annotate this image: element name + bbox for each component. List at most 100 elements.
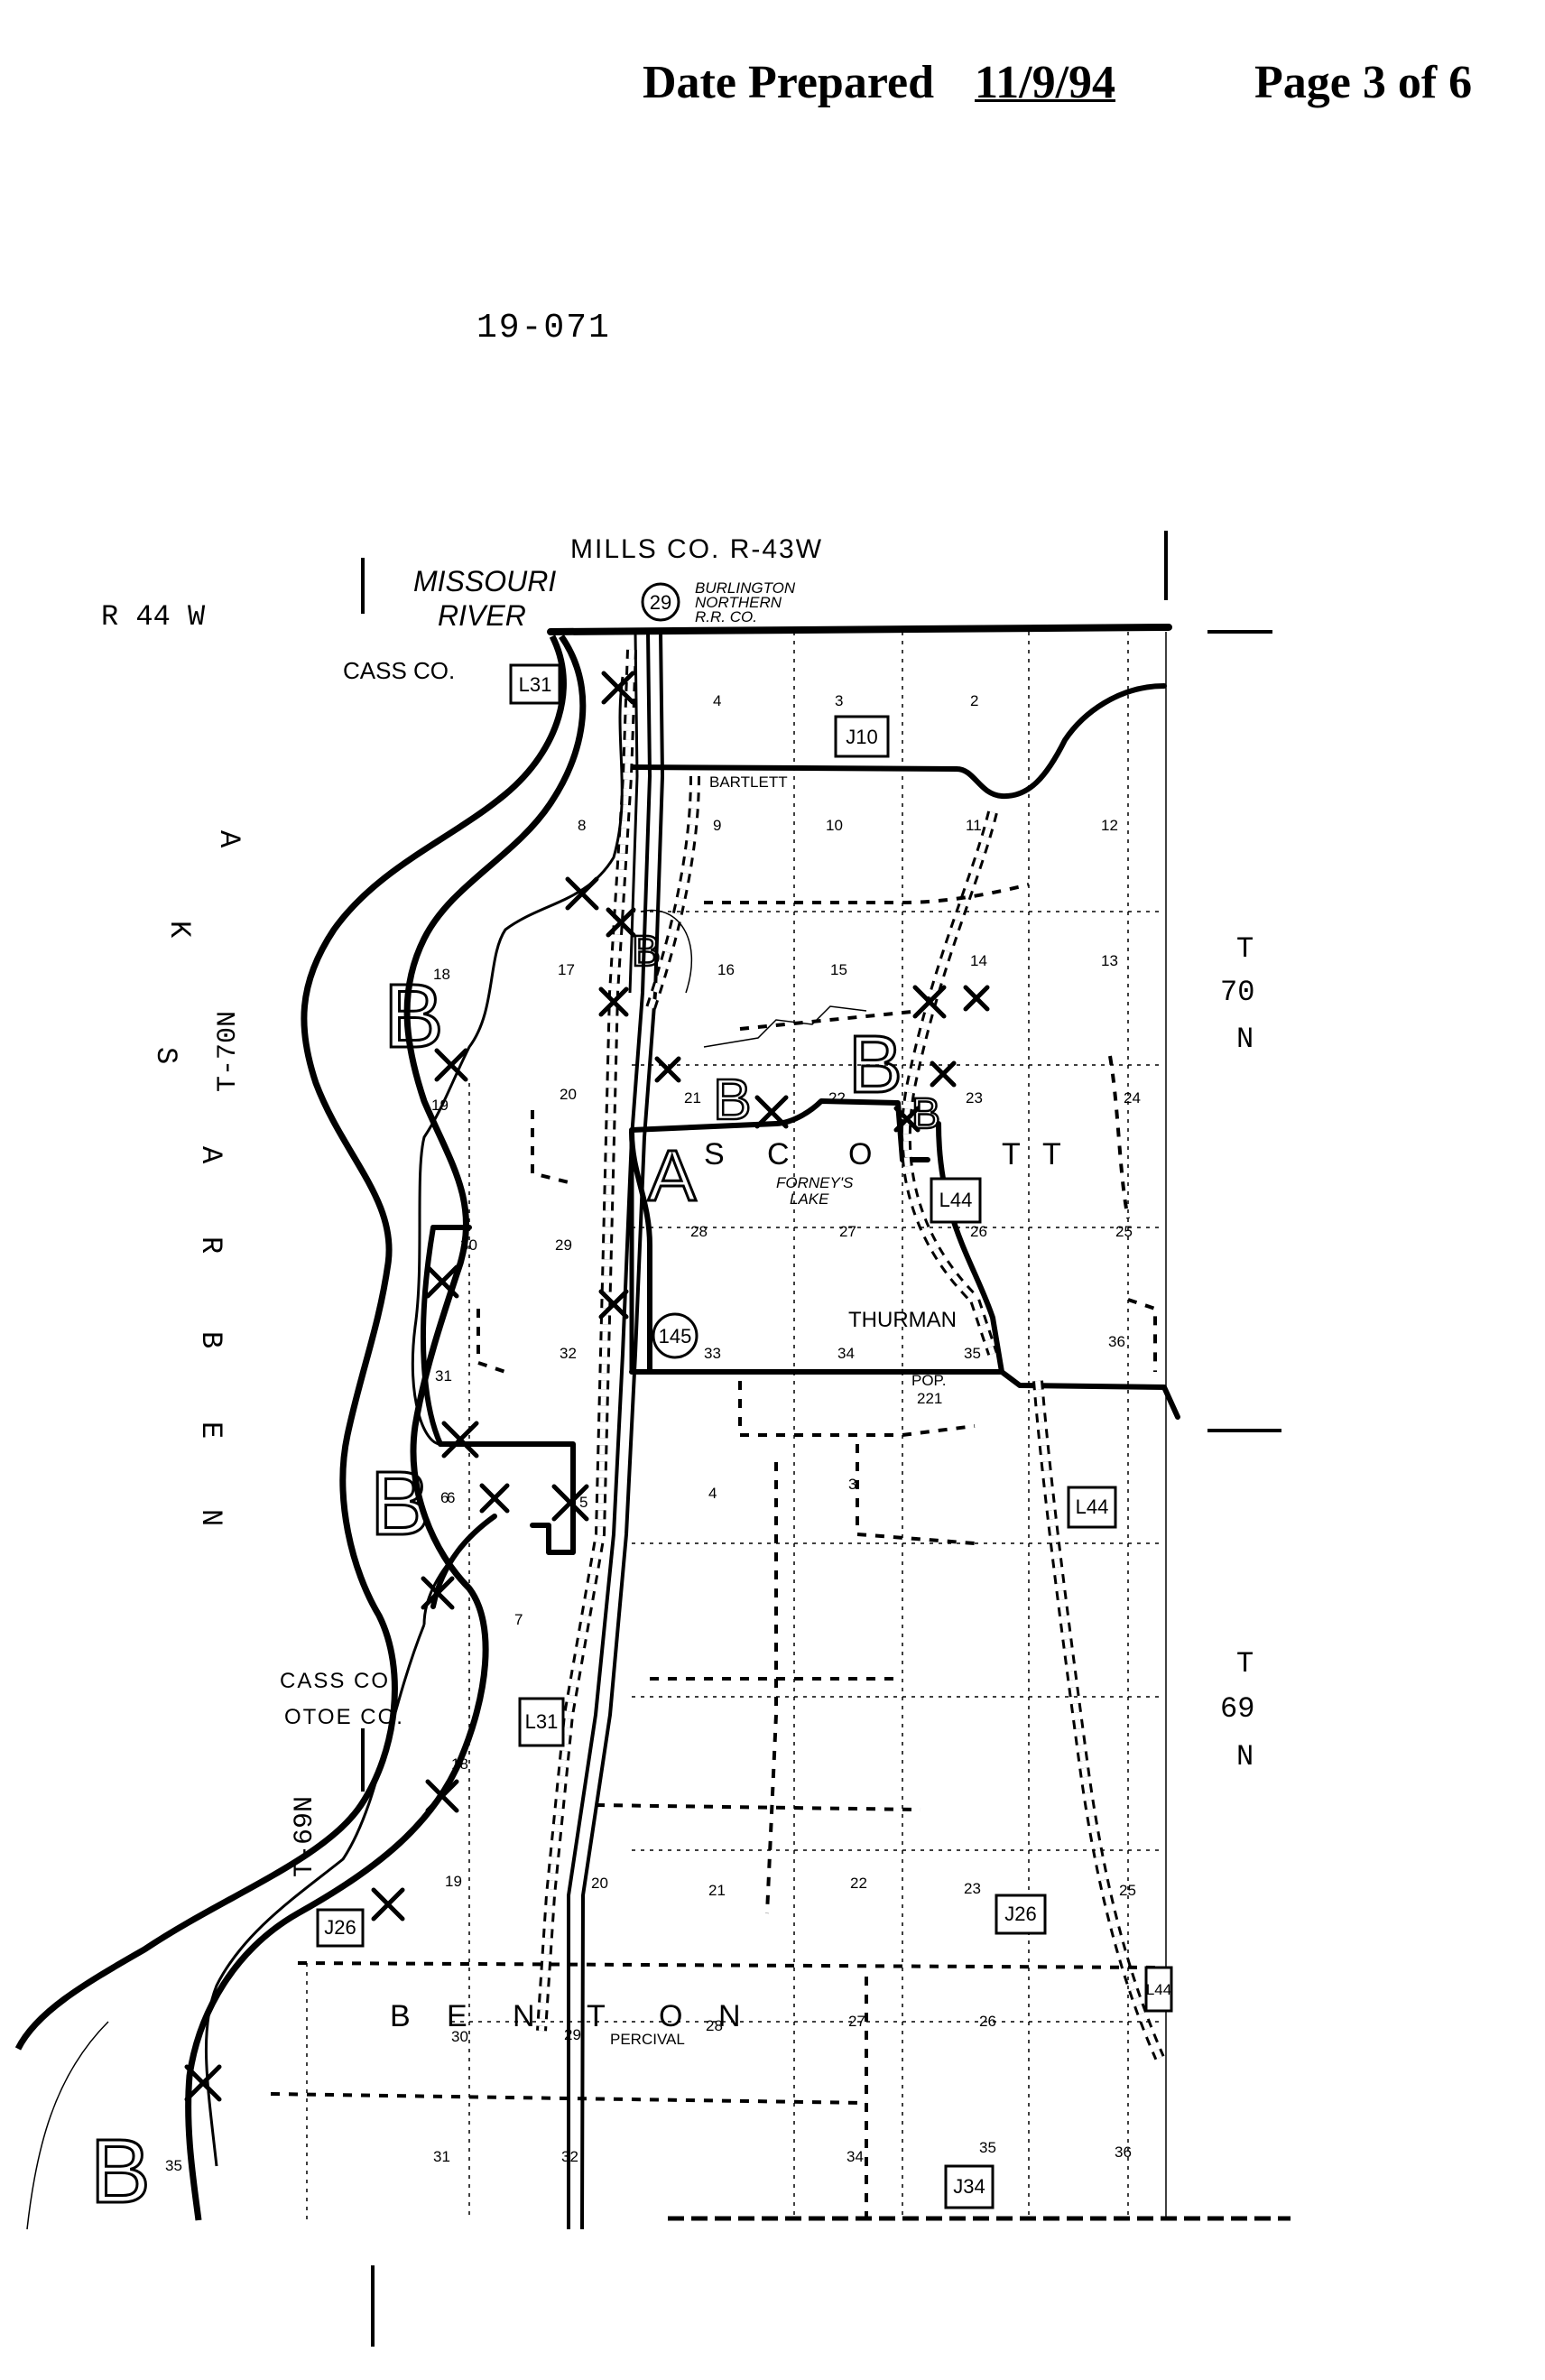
map-id: 19-071 — [476, 309, 611, 347]
otoe-co-label: OTOE CO. — [284, 1705, 404, 1729]
svg-text:10: 10 — [826, 817, 843, 834]
svg-text:A: A — [194, 1146, 227, 1164]
svg-text:O: O — [659, 1999, 689, 2033]
zone-b-2-section: 6 — [440, 1489, 449, 1506]
svg-text:J34: J34 — [953, 2175, 985, 2198]
crossing-marks — [184, 671, 990, 2102]
svg-text:19: 19 — [445, 1873, 462, 1890]
l44-shield-bot: L44 — [1144, 1966, 1173, 2013]
svg-text:31: 31 — [435, 1367, 452, 1384]
missouri-river — [14, 634, 587, 2230]
railroad — [536, 649, 1165, 2061]
zone-b-3: B — [90, 2121, 151, 2222]
svg-text:L44: L44 — [1076, 1496, 1109, 1518]
svg-text:12: 12 — [1101, 817, 1118, 834]
svg-text:36: 36 — [1115, 2144, 1132, 2161]
section-numbers: 3 4 2 9 10 11 12 8 16 15 14 13 17 21 22 … — [431, 692, 1141, 2165]
ia-145-shield: 145 — [652, 1312, 698, 1359]
svg-text:B: B — [194, 1331, 227, 1348]
l44-shield-mid: L44 — [1067, 1486, 1117, 1529]
svg-text:22: 22 — [850, 1875, 867, 1892]
svg-text:36: 36 — [1108, 1333, 1125, 1350]
svg-text:22: 22 — [828, 1089, 846, 1107]
river-label-2: RIVER — [438, 599, 526, 632]
svg-text:17: 17 — [558, 961, 575, 978]
svg-text:N: N — [1236, 1740, 1254, 1773]
cass-co-label-2: CASS CO. — [280, 1669, 398, 1693]
svg-text:69: 69 — [1220, 1692, 1254, 1726]
svg-text:4: 4 — [713, 692, 721, 709]
cass-co-label: CASS CO. — [343, 657, 455, 684]
svg-text:145: 145 — [659, 1325, 692, 1347]
svg-text:K: K — [162, 921, 196, 939]
svg-text:L44: L44 — [939, 1189, 973, 1211]
svg-text:30: 30 — [460, 1236, 477, 1254]
map-frame — [361, 531, 1291, 2347]
svg-text:31: 31 — [433, 2148, 450, 2165]
section-grid — [306, 632, 1167, 2220]
t69n-left-label: T-69N — [290, 1796, 320, 1877]
svg-text:21: 21 — [708, 1882, 726, 1899]
svg-text:T: T — [1042, 1137, 1069, 1171]
svg-text:A: A — [212, 830, 245, 848]
svg-text:32: 32 — [561, 2148, 578, 2165]
svg-text:J10: J10 — [846, 726, 877, 748]
t70n-left-label: T-70N — [213, 1011, 244, 1092]
svg-text:J26: J26 — [324, 1916, 356, 1939]
zone-a: A — [648, 1135, 697, 1216]
svg-text:S: S — [149, 1047, 182, 1064]
svg-text:35: 35 — [979, 2139, 996, 2156]
svg-text:3: 3 — [848, 1476, 856, 1493]
l31-shield-top: L31 — [509, 663, 561, 705]
svg-text:28: 28 — [706, 2017, 723, 2034]
date-prepared-label: Date Prepared — [643, 57, 934, 108]
thurman-pop-label: POP. — [911, 1372, 946, 1389]
forneys-lake-label-2: LAKE — [790, 1190, 829, 1208]
svg-text:16: 16 — [717, 961, 735, 978]
zone-b-2: B — [370, 1453, 430, 1554]
j10-shield: J10 — [834, 715, 890, 758]
svg-text:6: 6 — [447, 1489, 455, 1506]
svg-text:29: 29 — [650, 591, 671, 614]
svg-text:2: 2 — [970, 692, 978, 709]
svg-text:3: 3 — [835, 692, 843, 709]
svg-text:T: T — [1236, 932, 1254, 966]
flood-zone-letters: B 18 B 6 B 35 B B B B A — [89, 927, 942, 2224]
county-top-label: MILLS CO. R-43W — [570, 534, 823, 564]
zone-b-3-section: 35 — [165, 2157, 182, 2174]
l31-shield-mid: L31 — [518, 1697, 565, 1747]
railroad-label-1: BURLINGTON — [695, 579, 796, 597]
j34-shield: J34 — [944, 2164, 995, 2209]
svg-text:70: 70 — [1220, 976, 1254, 1009]
svg-text:11: 11 — [966, 817, 982, 834]
railroad-label-3: R.R. CO. — [695, 608, 757, 625]
page-number: Page 3 of 6 — [1254, 57, 1473, 108]
bartlett-label: BARTLETT — [709, 773, 788, 791]
svg-text:29: 29 — [555, 1236, 572, 1254]
svg-text:21: 21 — [684, 1089, 701, 1107]
svg-text:L31: L31 — [519, 673, 552, 696]
nebraska-label: A K S A R B E N — [149, 830, 245, 1526]
svg-text:20: 20 — [560, 1086, 577, 1103]
svg-text:T: T — [1236, 1647, 1254, 1681]
zone-b-1: B — [384, 966, 444, 1067]
thurman-label: THURMAN — [848, 1308, 957, 1332]
svg-text:E: E — [194, 1422, 227, 1439]
svg-text:L31: L31 — [525, 1710, 559, 1733]
svg-text:30: 30 — [451, 2028, 468, 2045]
zone-b-6: B — [632, 928, 661, 976]
svg-text:14: 14 — [970, 952, 987, 969]
svg-text:23: 23 — [964, 1880, 981, 1897]
svg-text:27: 27 — [839, 1223, 856, 1240]
svg-text:25: 25 — [1119, 1882, 1136, 1899]
svg-text:T: T — [587, 1999, 613, 2033]
svg-text:32: 32 — [560, 1345, 577, 1362]
svg-text:26: 26 — [979, 2013, 996, 2030]
date-prepared-value: 11/9/94 — [975, 57, 1116, 108]
t70n-right-label: T 70 N — [1220, 932, 1254, 1056]
svg-text:7: 7 — [514, 1611, 523, 1628]
svg-text:N: N — [194, 1509, 227, 1526]
svg-text:34: 34 — [847, 2148, 864, 2165]
svg-text:29: 29 — [564, 2026, 581, 2043]
